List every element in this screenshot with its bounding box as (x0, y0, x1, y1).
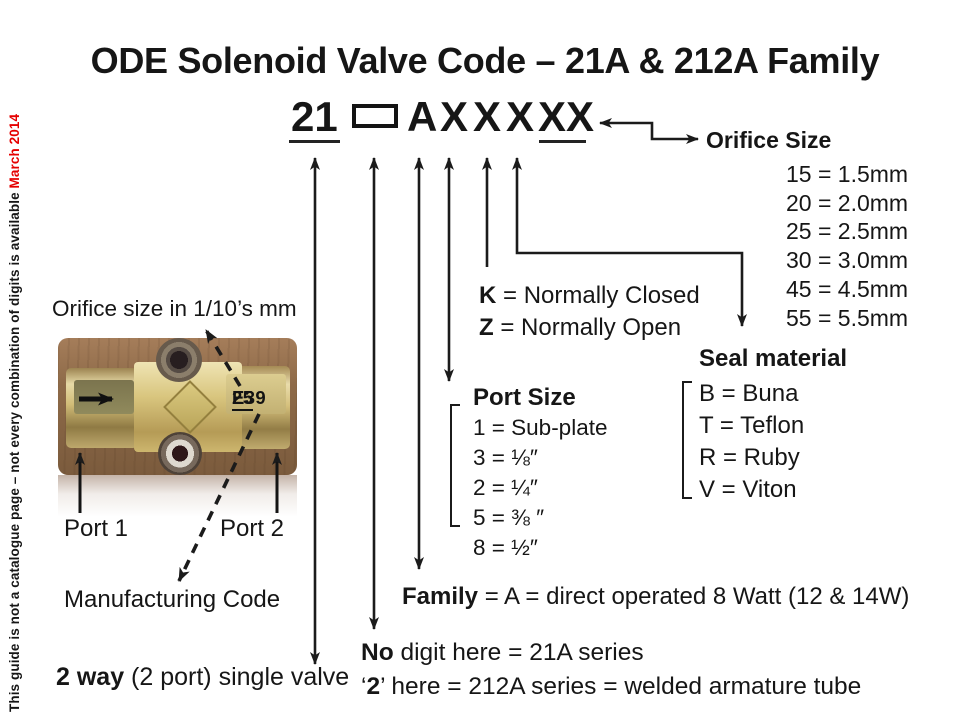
seal-item: R = Ruby (699, 444, 800, 471)
port-size-list: 1 = Sub-plate 3 = ⅛″ 2 = ¼″ 5 = ⅜ ″ 8 = … (473, 413, 607, 563)
code-family-letter: A (407, 93, 438, 140)
code-x2: X (473, 93, 502, 140)
series-line2-text: ’ here = 212A series = welded armature t… (380, 673, 862, 700)
code-orifice-digits: XX (538, 93, 595, 140)
seal-material-heading: Seal material (699, 345, 848, 372)
function-k: K = Normally Closed (479, 280, 700, 312)
valve-bottom-port-boss (158, 432, 202, 475)
orifice-size-list: 15 = 1.5mm 20 = 2.0mm 25 = 2.5mm 30 = 3.… (786, 160, 908, 332)
orifice-size-heading: Orifice Size (706, 127, 832, 153)
orifice-item: 45 = 4.5mm (786, 275, 909, 302)
function-k-text: = Normally Closed (496, 282, 700, 309)
port-size-heading: Port Size (473, 384, 576, 411)
orifice-item: 25 = 2.5mm (786, 218, 909, 245)
code-prefix: 21 (291, 93, 338, 140)
side-note-date: March 2014 (7, 113, 22, 189)
code-x3: X (506, 93, 535, 140)
code-x1: X (440, 93, 469, 140)
side-note-text: This guide is not a catalogue page – not… (7, 188, 22, 712)
family-text: = A = direct operated 8 Watt (12 & 14W) (478, 583, 910, 610)
seal-item: T = Teflon (699, 412, 805, 439)
orifice-item: 55 = 5.5mm (786, 304, 909, 331)
seal-item: B = Buna (699, 380, 799, 407)
function-k-code: K (479, 282, 497, 309)
stamp-mfg-digits: E39 (232, 387, 267, 408)
orifice-note-label: Orifice size in 1/10’s mm (52, 296, 297, 321)
valve-top-port-boss (156, 338, 202, 382)
function-z: Z = Normally Open (479, 312, 700, 344)
port-size-item: 2 = ¼″ (473, 475, 538, 500)
series-line2-bold: 2 (366, 673, 381, 700)
two-way-note: 2 way (2 port) single valve (56, 663, 349, 692)
seal-bracket (682, 381, 692, 499)
side-note: This guide is not a catalogue page – not… (7, 12, 22, 712)
port-size-item: 8 = ½″ (473, 535, 538, 560)
two-way-bold: 2 way (56, 663, 125, 691)
family-bold: Family (402, 583, 479, 610)
series-line-2: ‘2’ here = 212A series = welded armature… (361, 670, 861, 704)
valve-left-flat (74, 380, 134, 414)
function-codes: K = Normally Closed Z = Normally Open (479, 280, 700, 343)
series-notes: No digit here = 21A series ‘2’ here = 21… (361, 636, 861, 704)
seal-item: V = Viton (699, 476, 797, 503)
series-line1-text: digit here = 21A series (393, 639, 644, 666)
page-title: ODE Solenoid Valve Code – 21A & 212A Fam… (90, 40, 880, 81)
port-size-item: 5 = ⅜ ″ (473, 505, 545, 530)
seal-material-list: B = Buna T = Teflon R = Ruby V = Viton (699, 378, 804, 506)
port1-label: Port 1 (64, 515, 129, 542)
orifice-item: 15 = 1.5mm (786, 161, 909, 187)
voltage-box-placeholder (352, 104, 398, 128)
underline-21 (289, 140, 340, 143)
function-z-text: = Normally Open (493, 313, 682, 341)
manufacturing-code-label: Manufacturing Code (64, 586, 281, 613)
function-z-code: Z (479, 313, 494, 341)
photo-reflection (58, 475, 297, 517)
port-size-item: 3 = ⅛″ (473, 445, 538, 470)
port-size-item: 1 = Sub-plate (473, 415, 608, 440)
connector-xx-to-orifice-size (599, 118, 699, 144)
stamp-orifice-digits: 25 (232, 387, 254, 411)
port-size-bracket (450, 404, 460, 527)
two-way-text: (2 port) single valve (124, 663, 350, 691)
series-line2-quote: ‘ (361, 673, 367, 700)
underline-xx (539, 140, 586, 143)
orifice-item: 20 = 2.0mm (786, 189, 909, 216)
series-line1-bold: No (361, 639, 394, 666)
series-line-1: No digit here = 21A series (361, 636, 861, 670)
family-note: Family = A = direct operated 8 Watt (12 … (402, 583, 909, 611)
orifice-item: 30 = 3.0mm (786, 247, 909, 274)
port2-label: Port 2 (220, 515, 285, 542)
